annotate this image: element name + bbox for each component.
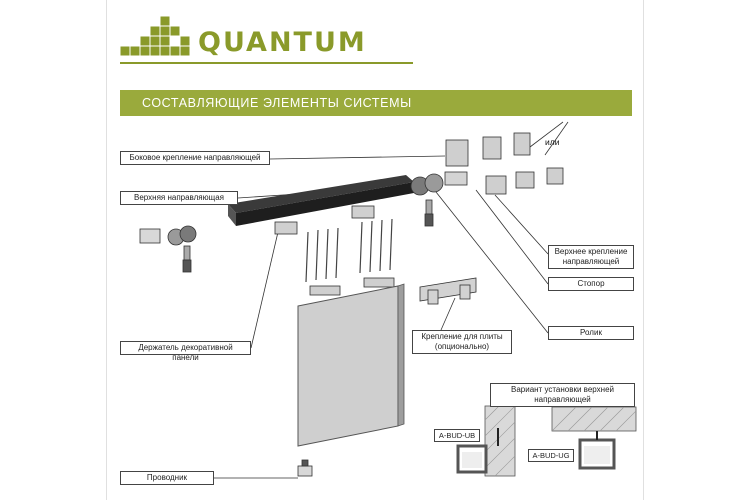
- plate-mount-shape: [419, 277, 477, 305]
- label-install-variant: Вариант установки верхней направляющей: [490, 383, 635, 407]
- section-title: СОСТАВЛЯЮЩИЕ ЭЛЕМЕНТЫ СИСТЕМЫ: [142, 96, 412, 110]
- top-mount-brackets: [485, 167, 564, 195]
- label-top-rail: Верхняя направляющая: [120, 191, 238, 205]
- right-end-parts: [410, 171, 468, 227]
- frame-line-right: [643, 0, 644, 500]
- leader-roller: [435, 191, 549, 334]
- label-plate-mount: Крепление для плиты (опционально): [412, 330, 512, 354]
- leader-plate-mount: [440, 297, 456, 331]
- label-or: или: [545, 137, 560, 147]
- frame-line-left: [106, 0, 107, 500]
- guide-shape: [297, 459, 313, 477]
- label-code-ug: A-BUD-UG: [528, 449, 574, 462]
- left-end-parts: [139, 225, 197, 273]
- brand-name: QUANTUM: [198, 27, 367, 58]
- label-panel-holder: Держатель декоративной панели: [120, 341, 251, 362]
- label-side-mount: Боковое крепление направляющей: [120, 151, 270, 165]
- install-variant-diagrams: [456, 405, 637, 477]
- top-rail-shape: [228, 175, 414, 226]
- leader-panel-holder: [250, 231, 279, 349]
- panel-clamps: [309, 277, 395, 296]
- brand-underline: [120, 62, 413, 64]
- label-roller: Ролик: [548, 326, 634, 340]
- panel-holders: [274, 205, 375, 235]
- label-stopper: Стопор: [548, 277, 634, 291]
- side-mount-brackets: [445, 132, 531, 167]
- label-top-mount: Верхнее крепление направляющей: [548, 245, 634, 269]
- section-banner: СОСТАВЛЯЮЩИЕ ЭЛЕМЕНТЫ СИСТЕМЫ: [120, 90, 632, 116]
- leader-or-1: [529, 121, 564, 148]
- decorative-panel-shape: [297, 283, 405, 447]
- leader-side-mount: [269, 155, 446, 160]
- label-guide: Проводник: [120, 471, 214, 485]
- label-code-ub: A-BUD-UB: [434, 429, 480, 442]
- leader-top-mount: [494, 194, 549, 255]
- screws: [305, 218, 393, 283]
- leader-or-2: [544, 121, 569, 156]
- leader-stopper: [475, 189, 549, 285]
